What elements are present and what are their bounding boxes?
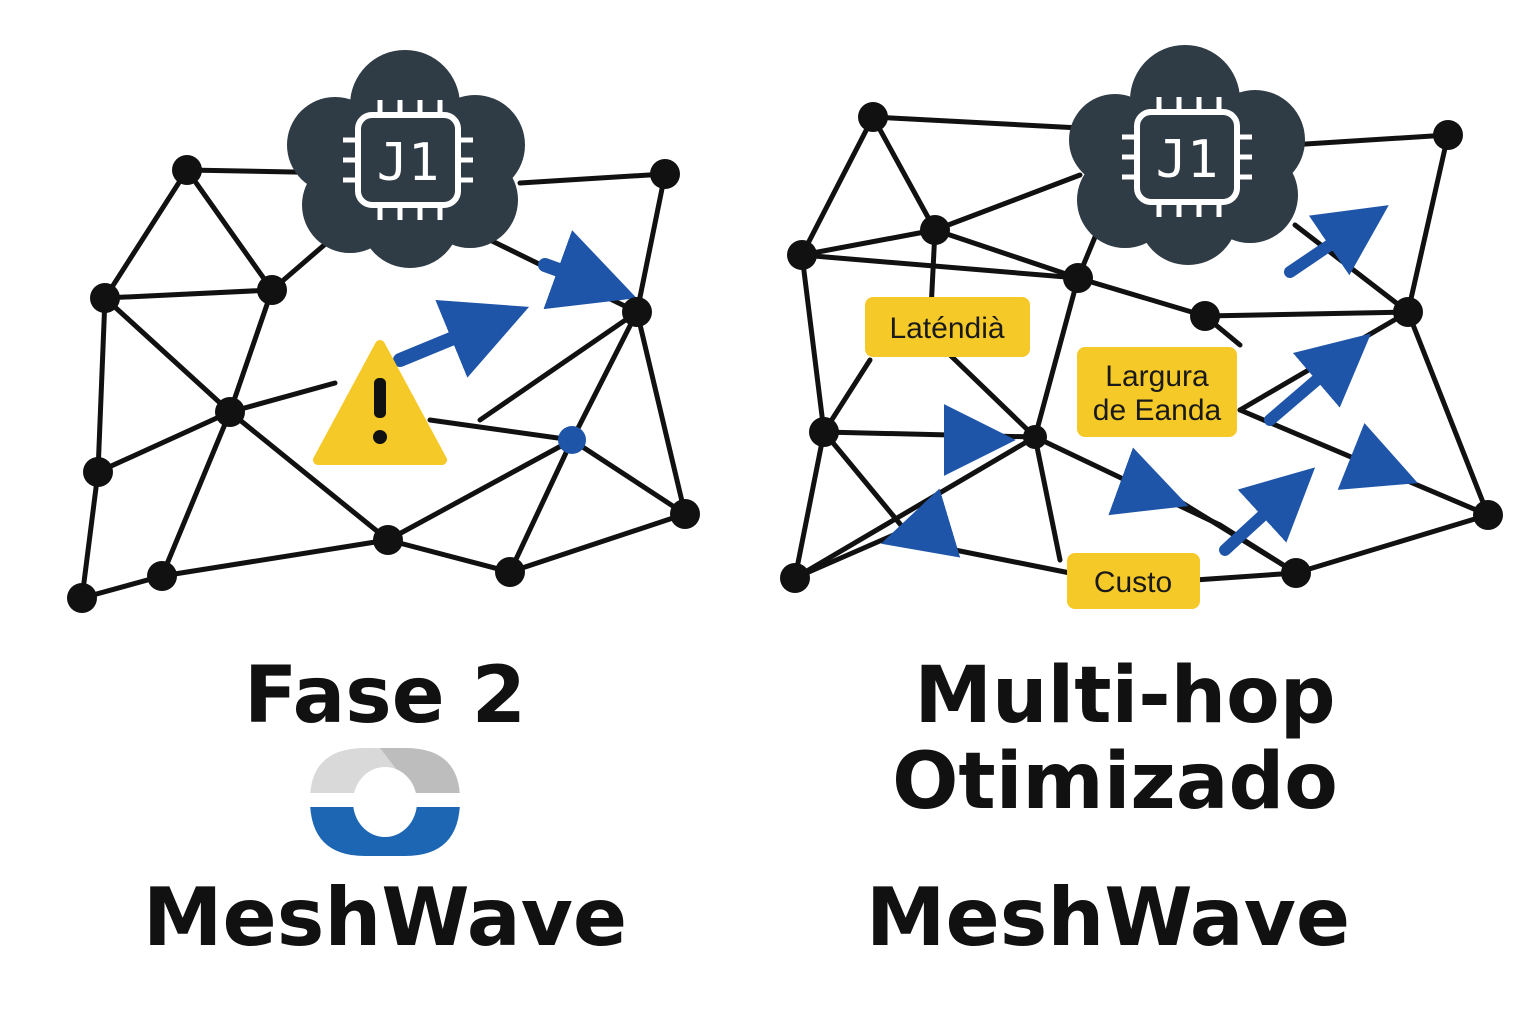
label-cost: Custo xyxy=(1067,553,1200,609)
left-node xyxy=(147,561,177,591)
warning-icon xyxy=(313,340,447,465)
label-bandwidth: Largura de Eanda xyxy=(1077,347,1237,437)
label-bandwidth-line1: Largura xyxy=(1105,360,1209,393)
right-route-arrow-2 xyxy=(1264,333,1371,426)
left-node xyxy=(67,583,97,613)
right-node xyxy=(787,240,817,270)
right-brand: MeshWave xyxy=(866,871,1350,964)
left-title: Fase 2 xyxy=(244,651,526,741)
right-route-arrow-5 xyxy=(1108,447,1189,516)
right-node xyxy=(1393,297,1423,327)
right-node xyxy=(1281,558,1311,588)
left-node xyxy=(622,297,652,327)
left-node xyxy=(172,155,202,185)
label-latency: Laténdià xyxy=(865,297,1030,357)
left-node xyxy=(670,499,700,529)
right-node xyxy=(858,102,888,132)
left-node xyxy=(83,457,113,487)
right-route-arrow-7 xyxy=(880,488,961,558)
right-node xyxy=(809,417,839,447)
left-route-arrow-1 xyxy=(393,300,530,378)
right-route-arrow-1 xyxy=(1284,205,1389,278)
right-route-arrows xyxy=(880,205,1418,558)
left-route-arrows xyxy=(393,230,637,378)
right-node xyxy=(920,215,950,245)
left-brand: MeshWave xyxy=(143,871,627,964)
left-node xyxy=(90,283,120,313)
left-chip-icon: J1 xyxy=(343,100,473,220)
right-node xyxy=(780,563,810,593)
label-bandwidth-line2: de Eanda xyxy=(1093,394,1222,427)
left-node-highlighted xyxy=(558,426,586,454)
right-node xyxy=(1023,425,1047,449)
left-node xyxy=(257,275,287,305)
label-cost-text: Custo xyxy=(1094,566,1172,599)
right-route-arrow-6 xyxy=(1337,422,1418,490)
left-route-arrow-2 xyxy=(538,230,637,310)
right-node xyxy=(1190,301,1220,331)
right-node xyxy=(1063,263,1093,293)
right-chip-text: J1 xyxy=(1156,130,1219,190)
left-node xyxy=(215,397,245,427)
left-cloud xyxy=(287,50,525,268)
right-title-line1: Multi-hop xyxy=(914,651,1335,741)
right-title-line2: Otimizado xyxy=(892,737,1338,827)
left-nodes xyxy=(67,155,700,613)
right-route-arrow-3 xyxy=(1219,467,1316,556)
right-nodes xyxy=(780,102,1503,593)
right-chip-icon: J1 xyxy=(1122,97,1252,217)
left-chip-text: J1 xyxy=(377,133,440,193)
right-node xyxy=(1433,120,1463,150)
left-node xyxy=(373,525,403,555)
left-node xyxy=(650,159,680,189)
left-node xyxy=(495,557,525,587)
meshwave-logo xyxy=(310,748,460,856)
label-latency-text: Laténdià xyxy=(889,312,1004,345)
right-node xyxy=(1473,500,1503,530)
